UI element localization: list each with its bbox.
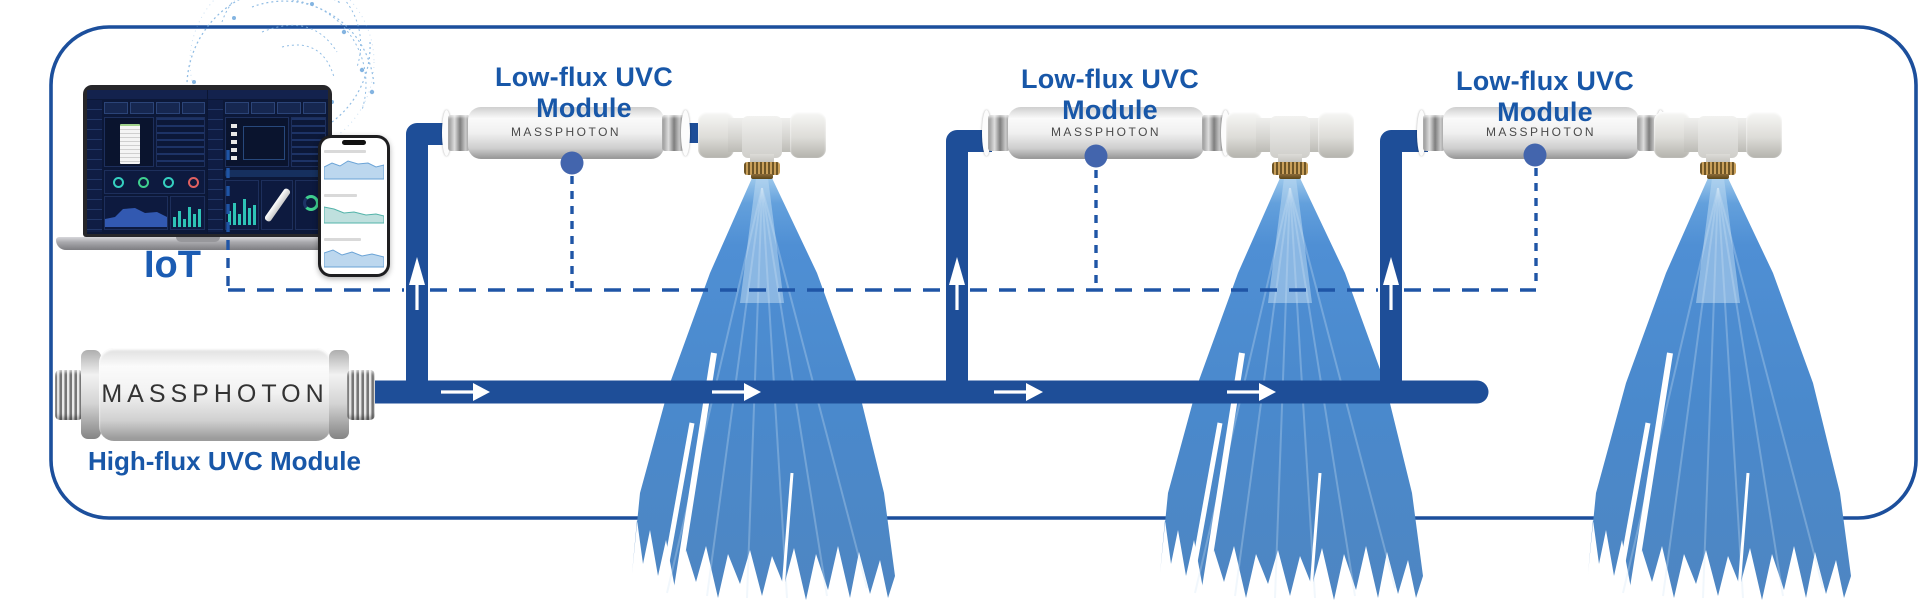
collar-left: [1423, 115, 1445, 151]
dashboard-right-page: [208, 90, 328, 234]
threaded-fitting-left: [55, 370, 83, 420]
stat-tile: [277, 102, 301, 114]
tee-fitting-2: [1226, 106, 1354, 180]
spray-2: [1160, 178, 1423, 602]
spray-3: [1588, 178, 1851, 602]
laptop: [83, 85, 332, 237]
phone-chart-card: [323, 192, 385, 230]
brand-text: MASSPHOTON: [1485, 125, 1597, 139]
riser-up-arrows: [409, 257, 1399, 310]
collar-right: [1202, 115, 1224, 151]
tee-fitting-1: [698, 106, 826, 180]
low-flux-module-1: MASSPHOTON: [442, 107, 690, 159]
tee-center: [1698, 116, 1738, 158]
collar-right: [1637, 115, 1659, 151]
tee-collar-right: [1318, 112, 1354, 158]
flange-disc: [982, 110, 991, 156]
spray-1: [632, 178, 895, 602]
collar-right: [662, 115, 684, 151]
laptop-base: [56, 237, 341, 250]
low-flux-module-label-1: Low-flux UVC Module: [495, 62, 673, 123]
high-flux-module: MASSPHOTON: [55, 348, 375, 441]
tee-center: [742, 116, 782, 158]
phone-dynamic-island: [342, 140, 366, 145]
stat-tile: [182, 102, 205, 114]
threaded-fitting-right: [347, 370, 375, 420]
dashboard-sidebar: [87, 100, 102, 232]
tee-collar-right: [790, 112, 826, 158]
end-cap-right: [329, 350, 349, 439]
uvc-lamp-render: [263, 187, 292, 223]
stat-tile: [104, 102, 128, 114]
building-render: [120, 124, 140, 164]
dashboard-left-page: [87, 90, 207, 234]
status-list-panel: [156, 117, 205, 167]
brand-text: MASSPHOTON: [101, 380, 329, 408]
dashboard-header: [208, 90, 328, 99]
phone-chart-card: [323, 236, 385, 274]
bar-chart-panel: [170, 196, 205, 230]
flange-disc: [442, 110, 451, 156]
low-flux-module-label-2: Low-flux UVC Module: [1021, 64, 1199, 125]
iot-label: IoT: [144, 244, 201, 286]
tee-fitting-3: [1654, 106, 1782, 180]
riser-pipe-1: [406, 123, 452, 393]
building-panel: [104, 117, 154, 167]
floorplan-outline: [243, 126, 285, 160]
flange-disc: [1221, 110, 1230, 156]
tee-down-leg: [1706, 154, 1730, 164]
stat-tile: [225, 102, 249, 114]
nozzle-tip: [1707, 174, 1729, 179]
tee-collar-right: [1746, 112, 1782, 158]
progress-ring: [303, 195, 319, 211]
flow-arrows: [441, 383, 1276, 401]
low-flux-module-3: MASSPHOTON: [1417, 107, 1665, 159]
tee-down-leg: [1278, 154, 1302, 164]
floorplan-rooms: [231, 124, 237, 128]
gauge-ring: [188, 177, 199, 188]
stat-tile: [156, 102, 180, 114]
dashboard-sidebar: [208, 100, 223, 232]
riser-pipe-3: [1380, 130, 1428, 393]
brass-nozzle: [744, 162, 780, 175]
nozzle-tip: [751, 174, 773, 179]
panel-title-band: [225, 170, 326, 177]
phone-chart-card: [323, 148, 385, 186]
brass-nozzle: [1272, 162, 1308, 175]
high-flux-module-label: High-flux UVC Module: [88, 446, 361, 476]
stat-tile: [130, 102, 154, 114]
module-body: MASSPHOTON: [1443, 107, 1639, 159]
end-cap-left: [81, 350, 101, 439]
stat-tile: [251, 102, 275, 114]
low-flux-module-label-3: Low-flux UVC Module: [1456, 66, 1634, 127]
laptop-base-notch: [176, 237, 220, 242]
brass-nozzle: [1700, 162, 1736, 175]
riser-pipe-2: [946, 130, 992, 393]
brand-text: MASSPHOTON: [1050, 125, 1162, 139]
nozzle-tip: [1279, 174, 1301, 179]
laptop-dashboard: [87, 90, 328, 234]
module-body: MASSPHOTON: [99, 348, 331, 441]
flange-disc: [681, 110, 690, 156]
phone: [318, 135, 390, 277]
flange-disc: [1417, 110, 1426, 156]
floorplan-panel: [225, 117, 289, 167]
uvc-lamp-panel: [261, 180, 293, 230]
gauge-ring: [113, 177, 124, 188]
phone-screen: [321, 138, 387, 274]
gauge-ring: [138, 177, 149, 188]
module-body: MASSPHOTON: [468, 107, 664, 159]
dashboard-header: [87, 90, 207, 99]
gauges-panel: [104, 170, 205, 194]
brand-text: MASSPHOTON: [510, 125, 622, 139]
tee-center: [1270, 116, 1310, 158]
gauge-ring: [163, 177, 174, 188]
collar-left: [448, 115, 470, 151]
collar-left: [988, 115, 1010, 151]
area-chart-panel: [104, 196, 168, 230]
stat-tile: [303, 102, 326, 114]
tee-down-leg: [750, 154, 774, 164]
bar-chart-panel: [225, 180, 259, 230]
